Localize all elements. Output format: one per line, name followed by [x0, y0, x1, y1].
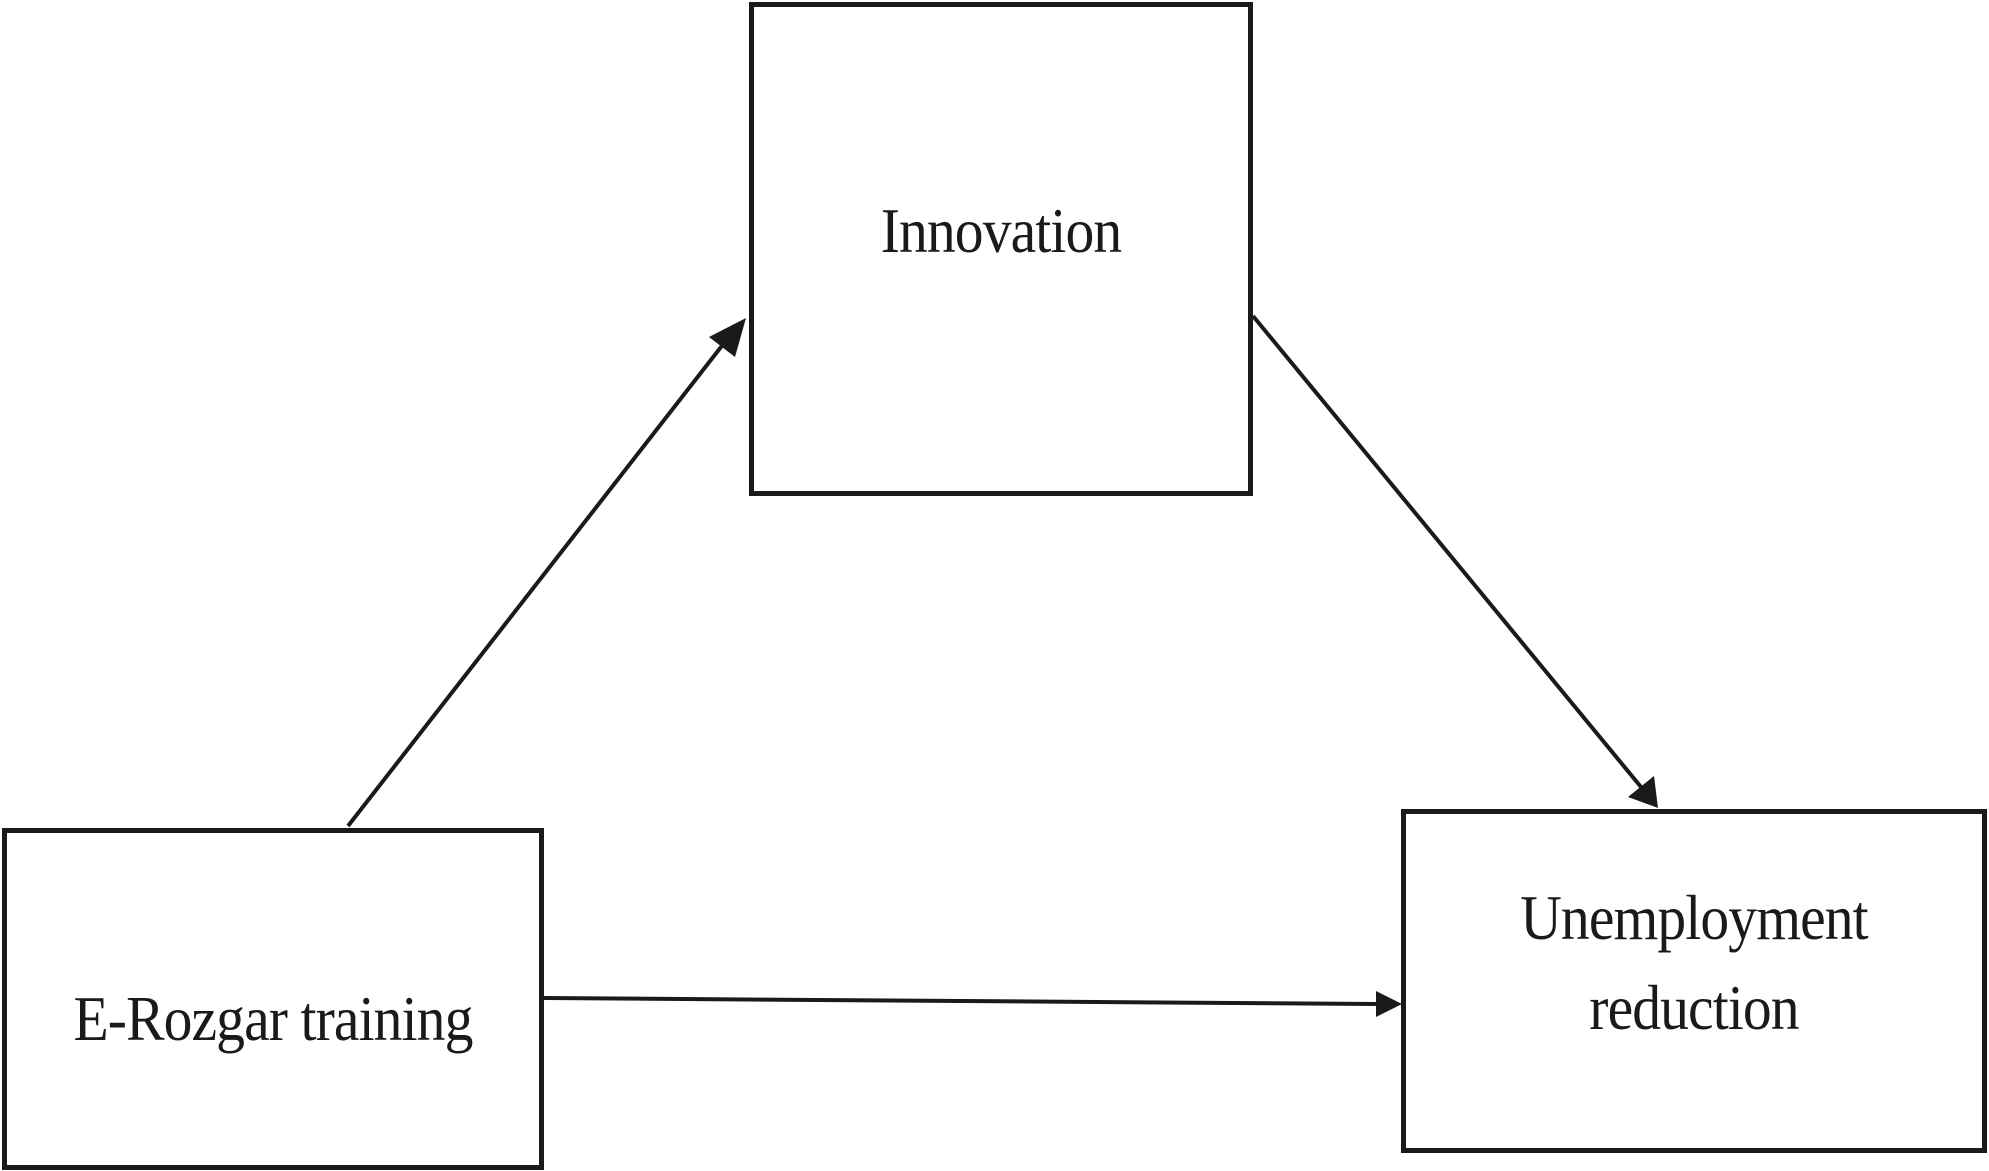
- edge-erozgar-to-unemployment: [543, 991, 1402, 1017]
- unemployment-reduction-node: Unemployment reduction: [1401, 809, 1987, 1153]
- erozgar-training-node: E-Rozgar training: [2, 828, 544, 1170]
- arrowhead-icon: [1628, 776, 1658, 808]
- innovation-label: Innovation: [880, 195, 1122, 266]
- edge-line: [346, 336, 730, 828]
- innovation-node: Innovation: [749, 2, 1253, 496]
- edge-erozgar-to-innovation: [346, 318, 746, 828]
- edge-line: [543, 996, 1377, 1006]
- unemployment-label-line1: Unemployment: [1520, 882, 1868, 953]
- arrowhead-icon: [1376, 991, 1402, 1017]
- arrowhead-icon: [709, 318, 746, 357]
- erozgar-training-label: E-Rozgar training: [73, 983, 474, 1054]
- unemployment-label-line2: reduction: [1589, 972, 1799, 1043]
- edge-innovation-to-unemployment: [1251, 314, 1658, 808]
- edge-line: [1251, 314, 1643, 789]
